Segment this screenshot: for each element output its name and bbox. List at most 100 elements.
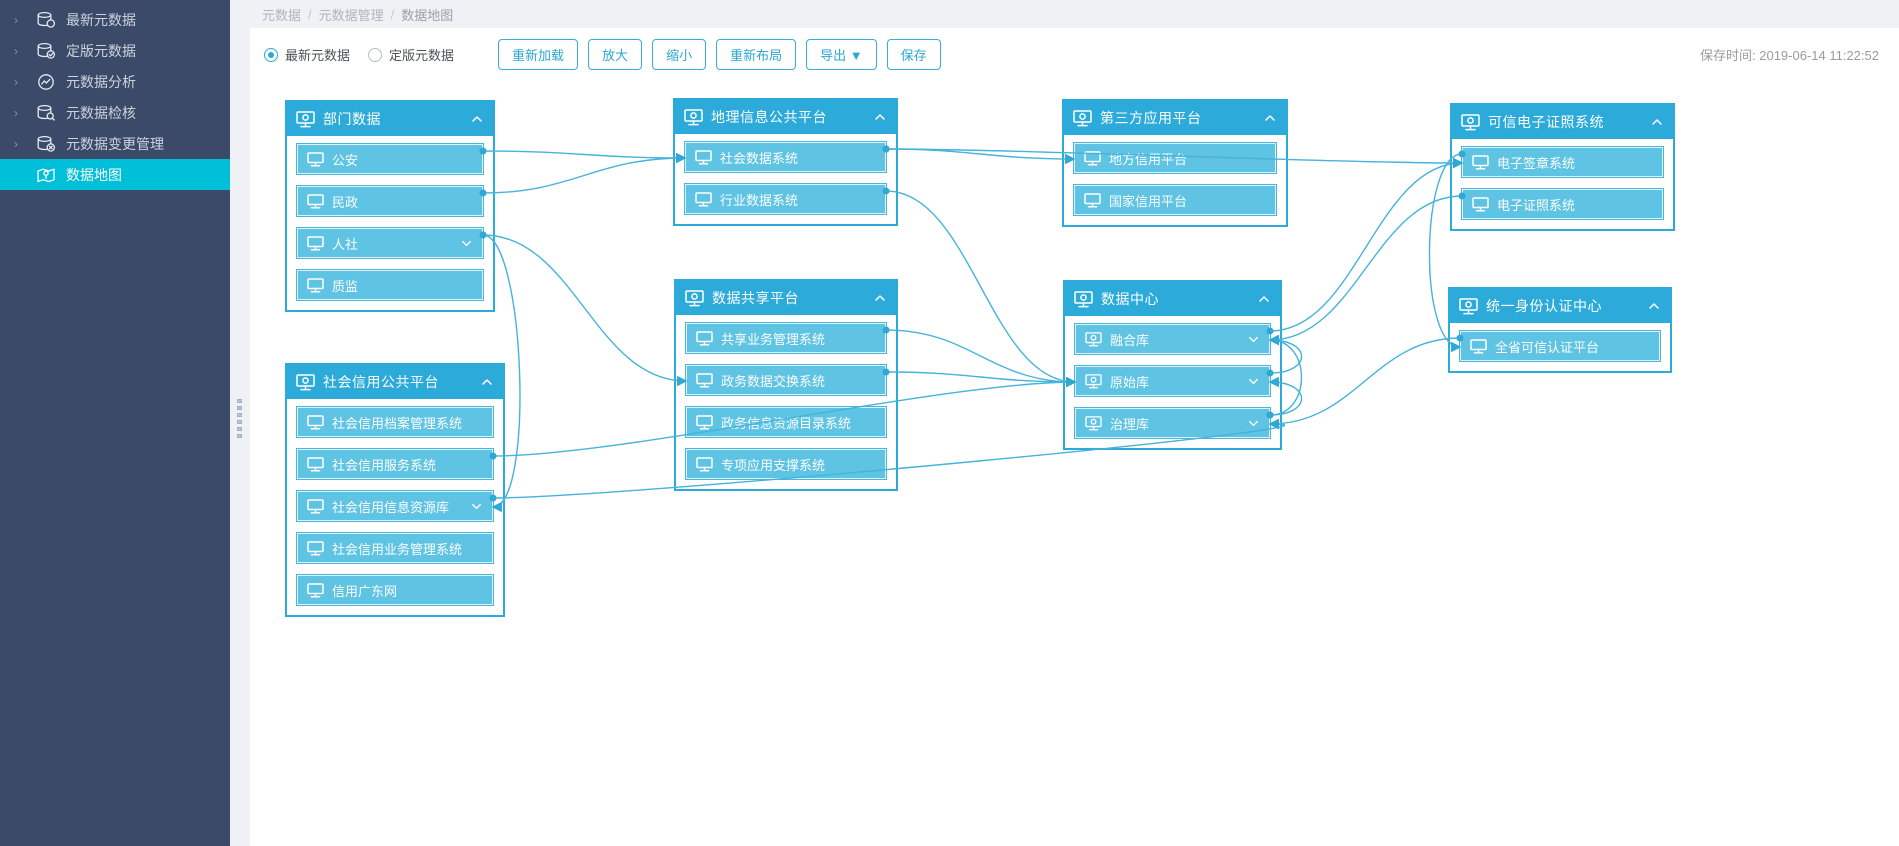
radio-label: 定版元数据	[389, 48, 455, 63]
group-body: 社会数据系统 行业数据系统	[675, 134, 896, 224]
sidebar-item-fixed-metadata[interactable]: › 定版元数据	[0, 35, 230, 66]
node-label: 专项应用支撑系统	[721, 457, 826, 473]
chevron-right-icon: ›	[14, 136, 18, 151]
node-label: 社会数据系统	[720, 150, 799, 166]
breadcrumb-metadata-management[interactable]: 元数据管理	[318, 7, 384, 23]
export-dropdown-button[interactable]: 导出 ▼	[806, 39, 877, 70]
chevron-up-icon[interactable]	[873, 291, 887, 305]
chevron-up-icon[interactable]	[480, 375, 494, 389]
node-quality-supervision[interactable]: 质监	[297, 270, 483, 300]
group-title: 社会信用公共平台	[323, 374, 439, 390]
node-gov-info-catalog[interactable]: 政务信息资源目录系统	[686, 407, 886, 437]
chevron-up-icon[interactable]	[873, 110, 887, 124]
node-raw-db[interactable]: 原始库	[1075, 366, 1270, 396]
platform-icon	[1459, 298, 1478, 315]
node-credit-service-system[interactable]: 社会信用服务系统	[297, 449, 493, 479]
node-credit-archive-system[interactable]: 社会信用档案管理系统	[297, 407, 493, 437]
node-public-security[interactable]: 公安	[297, 144, 483, 174]
sidebar-item-label: 元数据变更管理	[66, 135, 164, 152]
db-change-icon	[36, 135, 56, 152]
group-body: 公安 民政 人社 质监	[287, 136, 493, 310]
zoom-in-button[interactable]: 放大	[588, 39, 643, 70]
chevron-up-icon[interactable]	[1647, 299, 1661, 313]
monitor-icon	[695, 192, 712, 207]
node-sharing-biz-system[interactable]: 共享业务管理系统	[686, 323, 886, 353]
node-esignature-system[interactable]: 电子签章系统	[1462, 147, 1663, 177]
breadcrumb-metadata[interactable]: 元数据	[262, 7, 302, 23]
group-header[interactable]: 统一身份认证中心	[1450, 289, 1670, 323]
radio-latest-metadata[interactable]: 最新元数据	[264, 45, 350, 64]
node-label: 国家信用平台	[1109, 193, 1188, 209]
node-label: 信用广东网	[332, 583, 398, 599]
monitor-icon	[307, 194, 324, 209]
chevron-down-icon[interactable]	[1247, 333, 1260, 346]
node-civil-affairs[interactable]: 民政	[297, 186, 483, 216]
group-title: 地理信息公共平台	[711, 109, 827, 125]
monitor-icon	[307, 499, 324, 514]
node-industry-data-system[interactable]: 行业数据系统	[685, 184, 886, 214]
group-title: 数据共享平台	[712, 290, 799, 306]
chevron-down-icon[interactable]	[460, 237, 473, 250]
chevron-up-icon[interactable]	[1257, 292, 1271, 306]
node-governance-db[interactable]: 治理库	[1075, 408, 1270, 438]
node-national-credit-platform[interactable]: 国家信用平台	[1074, 185, 1276, 215]
group-dept-data: 部门数据 公安 民政 人社	[285, 100, 495, 312]
sidebar-item-label: 数据地图	[66, 166, 122, 183]
group-header[interactable]: 数据共享平台	[676, 281, 896, 315]
group-title: 统一身份认证中心	[1486, 298, 1602, 314]
node-social-data-system[interactable]: 社会数据系统	[685, 142, 886, 172]
node-local-credit-platform[interactable]: 地方信用平台	[1074, 143, 1276, 173]
node-credit-resource-db[interactable]: 社会信用信息资源库	[297, 491, 493, 521]
sidebar-item-label: 元数据检核	[66, 104, 136, 121]
sidebar-item-metadata-analysis[interactable]: › 元数据分析	[0, 66, 230, 97]
chevron-down-icon[interactable]	[1247, 417, 1260, 430]
node-fusion-db[interactable]: 融合库	[1075, 324, 1270, 354]
reload-button[interactable]: 重新加载	[498, 39, 579, 70]
platform-icon	[684, 109, 703, 126]
radio-fixed-metadata[interactable]: 定版元数据	[368, 45, 454, 64]
group-body: 共享业务管理系统 政务数据交换系统 政务信息资源目录系统 专项应用支撑系统	[676, 315, 896, 489]
breadcrumb-separator: /	[390, 6, 395, 22]
group-header[interactable]: 部门数据	[287, 102, 493, 136]
platform-icon	[685, 290, 704, 307]
splitter-grip-handle[interactable]	[237, 399, 242, 438]
sidebar-item-metadata-change[interactable]: › 元数据变更管理	[0, 128, 230, 159]
save-button[interactable]: 保存	[886, 39, 941, 70]
group-header[interactable]: 第三方应用平台	[1064, 101, 1286, 135]
monitor-icon	[1472, 155, 1489, 170]
chevron-up-icon[interactable]	[470, 112, 484, 126]
sidebar-item-data-map[interactable]: 数据地图	[0, 159, 230, 190]
group-body: 地方信用平台 国家信用平台	[1064, 135, 1286, 225]
chevron-down-icon[interactable]	[470, 500, 483, 513]
node-ecert-system[interactable]: 电子证照系统	[1462, 189, 1663, 219]
node-label: 地方信用平台	[1109, 151, 1188, 167]
group-header[interactable]: 社会信用公共平台	[287, 365, 503, 399]
node-credit-guangdong-net[interactable]: 信用广东网	[297, 575, 493, 605]
node-special-app-support[interactable]: 专项应用支撑系统	[686, 449, 886, 479]
node-label: 社会信用信息资源库	[332, 499, 450, 515]
monitor-icon	[307, 583, 324, 598]
platform-icon	[1074, 291, 1093, 308]
group-header[interactable]: 数据中心	[1065, 282, 1280, 316]
group-header[interactable]: 地理信息公共平台	[675, 100, 896, 134]
sidebar-item-metadata-audit[interactable]: › 元数据检核	[0, 97, 230, 128]
chevron-up-icon[interactable]	[1650, 115, 1664, 129]
group-header[interactable]: 可信电子证照系统	[1452, 105, 1673, 139]
diagram-canvas[interactable]: 部门数据 公安 民政 人社	[250, 28, 1899, 846]
chevron-down-icon[interactable]	[1247, 375, 1260, 388]
sidebar-item-latest-metadata[interactable]: › N 最新元数据	[0, 4, 230, 35]
relayout-button[interactable]: 重新布局	[716, 39, 797, 70]
group-social-credit-platform: 社会信用公共平台 社会信用档案管理系统 社会信用服务系统 社会信用信息资源库	[285, 363, 505, 617]
monitor-gear-icon	[1085, 416, 1102, 431]
chevron-up-icon[interactable]	[1263, 111, 1277, 125]
node-human-social[interactable]: 人社	[297, 228, 483, 258]
zoom-out-button[interactable]: 缩小	[652, 39, 707, 70]
monitor-icon	[695, 150, 712, 165]
monitor-icon	[307, 415, 324, 430]
node-gov-data-exchange[interactable]: 政务数据交换系统	[686, 365, 886, 395]
node-credit-biz-system[interactable]: 社会信用业务管理系统	[297, 533, 493, 563]
group-title: 数据中心	[1101, 291, 1159, 307]
analysis-icon	[38, 73, 54, 90]
node-trusted-auth-platform[interactable]: 全省可信认证平台	[1460, 331, 1660, 361]
group-data-center: 数据中心 融合库 原始库 治理	[1063, 280, 1282, 450]
